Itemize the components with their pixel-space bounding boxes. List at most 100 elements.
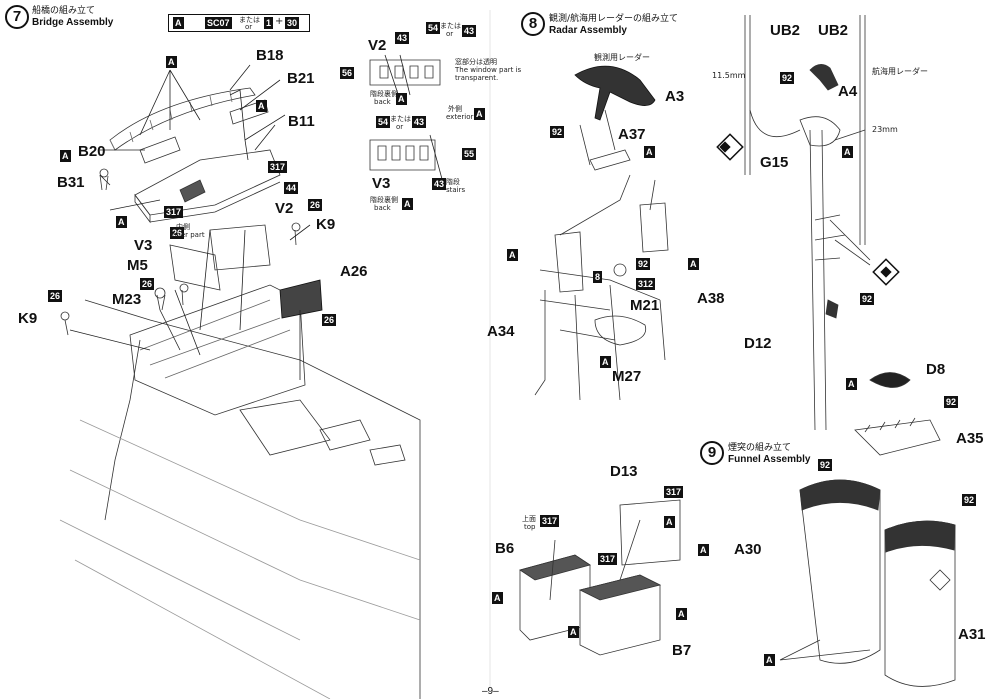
note-or-1: or — [446, 30, 454, 38]
label-A3: A3 — [665, 88, 685, 105]
label-D12: D12 — [744, 335, 772, 352]
step-9-title-en: Funnel Assembly — [728, 454, 811, 465]
tag-A-5: A — [396, 93, 407, 105]
part-D8-shape — [869, 372, 911, 388]
note-back-ja-2: 階段裏側 — [370, 196, 398, 204]
note-dim-1: 11.5mm — [712, 71, 746, 80]
tag-A-8: A — [644, 146, 655, 158]
label-M5: M5 — [127, 257, 148, 274]
tag-92-2: 92 — [636, 258, 651, 270]
part-M27-shape — [594, 315, 647, 346]
note-top-ja: 上面 — [522, 515, 536, 523]
step-8-number: 8 — [521, 12, 545, 36]
label-G15: G15 — [760, 154, 789, 171]
paint-note-or: または — [239, 16, 260, 24]
note-stairs-en: stairs — [446, 186, 466, 194]
label-V3-inset: V3 — [372, 175, 391, 192]
tag-A-19: A — [764, 654, 775, 666]
label-B6: B6 — [495, 540, 515, 557]
step-8-title-ja: 観測/航海用レーダーの組み立て — [549, 14, 679, 24]
tag-A-7: A — [402, 198, 413, 210]
tag-92-1: 92 — [550, 126, 565, 138]
label-M27: M27 — [612, 368, 642, 385]
label-A35: A35 — [956, 430, 984, 447]
part-G15-shape — [799, 116, 841, 147]
tag-317-5: 317 — [598, 553, 618, 565]
note-exterior-ja: 外側 — [448, 105, 462, 113]
label-M23: M23 — [112, 291, 142, 308]
radar-mast-right — [639, 202, 669, 253]
step-7-title: 船橋の組み立て Bridge Assembly — [32, 6, 113, 29]
label-B11: B11 — [288, 113, 315, 130]
tag-26-1: 26 — [308, 199, 323, 211]
paint-note-code: SC07 — [205, 17, 232, 29]
tag-43-1: 43 — [395, 32, 410, 44]
note-matawa-1: または — [440, 22, 461, 30]
tag-317-4: 317 — [540, 515, 560, 527]
tag-56: 56 — [340, 67, 355, 79]
note-exterior-en: exterior — [446, 113, 474, 121]
deck-fittings — [239, 399, 406, 466]
label-B7: B7 — [672, 642, 692, 659]
inset-V2-shape — [369, 59, 441, 86]
label-K9b: K9 — [18, 310, 38, 327]
mast-D12-shape — [809, 129, 827, 431]
note-obs-radar: 観測用レーダー — [594, 53, 650, 62]
note-dim-2: 23mm — [872, 125, 898, 134]
label-D13: D13 — [610, 463, 638, 480]
tag-312: 312 — [636, 278, 656, 290]
page-number: –9– — [482, 686, 499, 697]
label-B18: B18 — [256, 47, 284, 64]
tag-8: 8 — [593, 271, 603, 283]
tag-54-2: 54 — [376, 116, 391, 128]
tag-92-3: 92 — [780, 72, 795, 84]
tag-A-1: A — [166, 56, 177, 68]
part-A35-shape — [854, 419, 941, 456]
part-V2-shape — [209, 224, 271, 271]
part-D13-shape — [619, 499, 681, 566]
tag-26-3: 26 — [140, 278, 155, 290]
paint-note: A SC07 または or 1 + 30 — [168, 14, 310, 32]
label-B21: B21 — [287, 70, 315, 87]
tag-A-12: A — [664, 516, 675, 528]
radar-mast-left — [554, 231, 584, 293]
step-7-number: 7 — [5, 5, 29, 29]
note-back-ja-1: 階段裏側 — [370, 90, 398, 98]
label-B20: B20 — [78, 143, 106, 160]
part-A37-shape — [589, 149, 631, 171]
part-B20-shape — [139, 136, 181, 164]
tag-92-6: 92 — [818, 459, 833, 471]
bridge-superstructure — [129, 284, 306, 416]
paint-note-a: A — [173, 17, 184, 29]
tag-317-3: 317 — [664, 486, 684, 498]
step-8-title: 観測/航海用レーダーの組み立て Radar Assembly — [549, 14, 678, 37]
paint-note-or-en: or — [245, 23, 253, 31]
label-A37: A37 — [618, 126, 646, 143]
part-B18-shape — [109, 87, 256, 151]
note-stairs-ja: 階段 — [446, 178, 460, 186]
note-top-en: top — [524, 523, 536, 531]
part-M21-shape — [613, 263, 627, 277]
label-D8: D8 — [926, 361, 946, 378]
label-B31: B31 — [57, 174, 85, 191]
label-V3: V3 — [134, 237, 153, 254]
step-7-title-ja: 船橋の組み立て — [32, 6, 96, 16]
funnel-emblem — [929, 569, 951, 591]
label-A34: A34 — [487, 323, 515, 340]
label-A30: A30 — [734, 541, 762, 558]
part-A26-shape — [279, 279, 323, 319]
part-A30-shape — [799, 479, 881, 664]
label-A31: A31 — [958, 626, 986, 643]
radar-A3-shape — [574, 65, 656, 121]
note-matawa-2: または — [390, 115, 411, 123]
label-UB2-a: UB2 — [770, 22, 801, 39]
tag-A-18: A — [846, 378, 857, 390]
paint-note-one: 1 — [264, 17, 274, 29]
label-V2: V2 — [275, 200, 294, 217]
note-nav-radar: 航海用レーダー — [872, 67, 928, 76]
note-inner-part: inner part — [170, 231, 205, 239]
part-A4-shape — [809, 64, 839, 91]
tag-A-17: A — [842, 146, 853, 158]
label-A4: A4 — [838, 83, 858, 100]
